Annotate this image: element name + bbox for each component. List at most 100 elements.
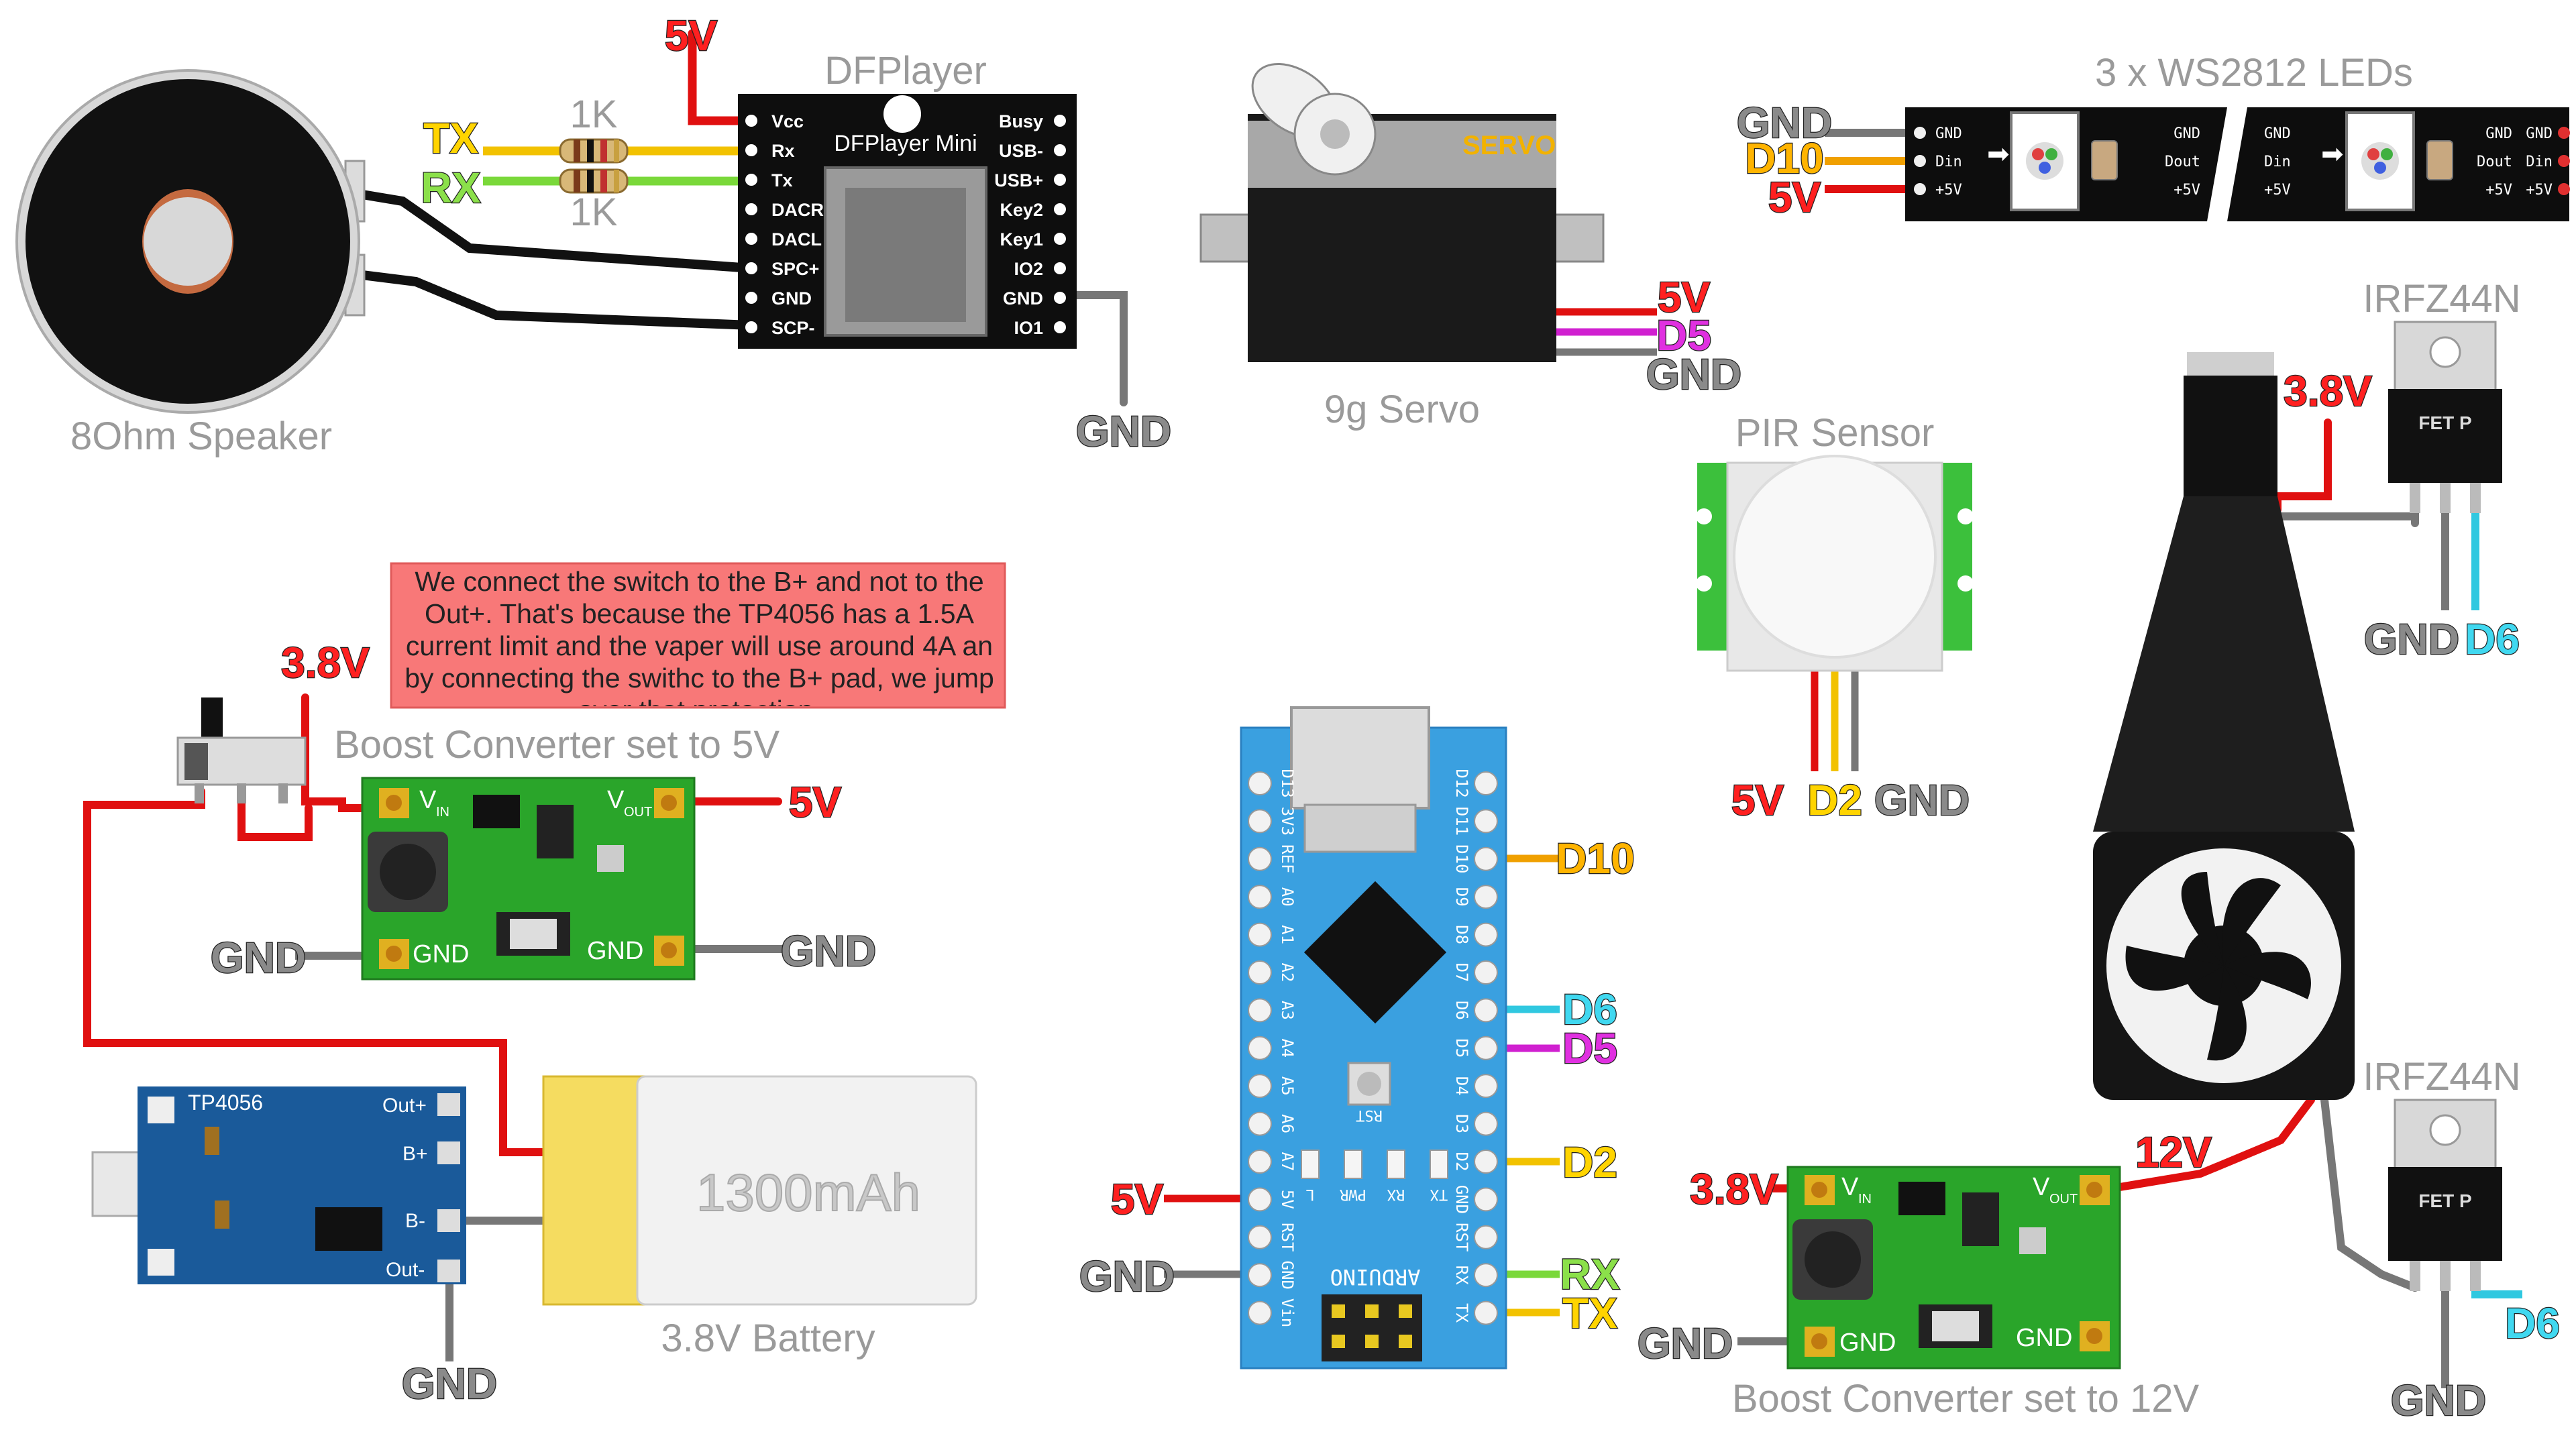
led3-pin-gnd: GND [2526, 125, 2553, 142]
nano-left-pin [1248, 846, 1272, 871]
slide-switch [176, 697, 307, 803]
nano-right-pin [1474, 1300, 1498, 1325]
df-right-pin-label: USB- [999, 141, 1043, 161]
df-left-pin-label: GND [771, 288, 812, 309]
wire-label-b12-3v8: 3.8V [1690, 1165, 1778, 1213]
nano-led [1301, 1150, 1320, 1179]
wire-label-df-gnd: GND [1076, 407, 1171, 455]
nano-right-pin [1474, 922, 1498, 947]
boost-5v: Boost Converter set to 5V V IN V OUT GND… [334, 723, 780, 981]
df-left-pin-label: SPC+ [771, 259, 819, 279]
wire-label-led-d10: D10 [1745, 134, 1823, 182]
tp-outp-label: Out+ [382, 1095, 427, 1117]
led2-out-dout: Dout [2477, 154, 2512, 170]
wire-df-gnd [1056, 291, 1128, 406]
df-right-pin-dot [1054, 292, 1066, 304]
df-left-pin-label: SCP- [771, 318, 815, 338]
b5-vin-sub: IN [436, 805, 449, 820]
b5-vin-label: V [419, 786, 437, 814]
nano-left-pin-label: A3 [1278, 1001, 1297, 1020]
df-left-pin-dot [745, 233, 757, 245]
nano-left-pin-label: A6 [1278, 1114, 1297, 1133]
nano-right-pin-label: D2 [1452, 1152, 1471, 1172]
tp4056: TP4056 Out+ B+ B- Out- [91, 1086, 466, 1284]
wires [83, 29, 2522, 1388]
speaker-caption: 8Ohm Speaker [70, 414, 332, 458]
df-right-pin-dot [1054, 203, 1066, 215]
df-left-pin-dot [745, 174, 757, 186]
nano-left-pin [1248, 809, 1272, 834]
wire-label-b12-12v: 12V [2135, 1128, 2212, 1176]
nano-left-pin-label: Vin [1278, 1298, 1297, 1327]
nano-led [1387, 1150, 1405, 1179]
nano-right-pin [1474, 998, 1498, 1023]
wire-sw-out [237, 787, 313, 841]
nano-right-pin [1474, 1111, 1498, 1136]
df-right-pin-label: Busy [999, 111, 1043, 131]
nano-led-label: L [1305, 1186, 1314, 1203]
wire-label-df-rx: RX [421, 164, 481, 212]
df-right-pin-label: Key1 [1000, 229, 1043, 249]
df-right-pin-dot [1054, 262, 1066, 274]
wire-fan-3v8 [2273, 418, 2332, 514]
svg-text:➡: ➡ [1987, 139, 2010, 169]
nano-left-pin [1248, 1225, 1272, 1249]
mosfet-bottom-body-label: FET P [2418, 1190, 2471, 1211]
resistor-top-label: 1K [570, 93, 618, 136]
df-right-pin-dot [1054, 174, 1066, 186]
nano-left-pin [1248, 1300, 1272, 1325]
nano-right-pin-label: TX [1452, 1303, 1471, 1323]
resistors: 1K 1K [559, 93, 629, 234]
wire-label-led-5v: 5V [1768, 173, 1821, 221]
nano-left-pin-label: A1 [1278, 925, 1297, 944]
nano-left-pin [1248, 771, 1272, 795]
b12-vout-sub: OUT [2049, 1192, 2078, 1207]
servo-caption: 9g Servo [1324, 388, 1480, 431]
mosfet-top-caption: IRFZ44N [2363, 277, 2520, 321]
wire-speaker-plus [358, 190, 756, 273]
wire-speaker-minus [358, 270, 756, 330]
nano-right-pin-label: D10 [1452, 844, 1471, 873]
fan-blades [2125, 872, 2311, 1061]
nano-right-pin-label: D7 [1452, 963, 1471, 983]
wire-label-b5-gnd-l: GND [211, 934, 306, 982]
wire-label-servo-5v: 5V [1658, 273, 1711, 321]
nano-right-pin [1474, 960, 1498, 985]
wire-label-nano-gnd: GND [1079, 1252, 1175, 1300]
nano-left-pin-label: A7 [1278, 1152, 1297, 1172]
nano-left-pin-label: REF [1278, 844, 1297, 873]
wire-label-mos1-d6: D6 [2465, 615, 2520, 663]
df-right-pin-dot [1054, 144, 1066, 156]
nano-left-pin [1248, 1263, 1272, 1288]
wire-label-nano-5v: 5V [1111, 1175, 1164, 1223]
nano-right-pin-label: D6 [1452, 1001, 1471, 1020]
b12-gnd-right-label: GND [2016, 1324, 2072, 1352]
nano-led [1430, 1150, 1448, 1179]
b12-vout-label: V [2033, 1173, 2050, 1201]
wire-sw-battery [83, 787, 561, 1156]
mosfet-bottom: IRFZ44N FET P [2363, 1055, 2521, 1291]
wire-fan-12v [2116, 1096, 2315, 1191]
nano-right-pin-label: D9 [1452, 887, 1471, 907]
wire-label-nano-tx: TX [1562, 1289, 1617, 1337]
svg-text:➡: ➡ [2321, 139, 2344, 169]
nano-right-pin-label: RST [1452, 1223, 1471, 1251]
df-left-pin-dot [745, 262, 757, 274]
df-left-pin-dot [745, 292, 757, 304]
nano-left-pin [1248, 885, 1272, 909]
df-left-pin-dot [745, 321, 757, 333]
nano-right-pin [1474, 1036, 1498, 1060]
df-right-pin-label: IO1 [1014, 318, 1043, 338]
pir-caption: PIR Sensor [1735, 411, 1935, 455]
wire-label-b5-5v: 5V [789, 778, 842, 826]
nano-left-pin-label: A4 [1278, 1038, 1297, 1058]
wire-label-b5-gnd-r: GND [781, 927, 876, 975]
b5-vout-label: V [607, 786, 625, 814]
nano-left-pin-label: A5 [1278, 1076, 1297, 1096]
nano-right-pin [1474, 846, 1498, 871]
